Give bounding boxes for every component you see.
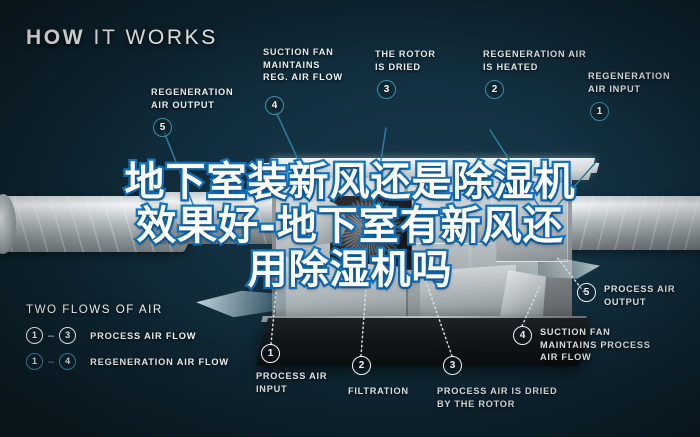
duct-end-cap-icon bbox=[0, 194, 16, 254]
headline-line-2: 效果好-地下室有新风还 bbox=[134, 202, 565, 251]
heater-panel bbox=[414, 186, 492, 244]
headline-line-3: 用除湿机吗 bbox=[245, 246, 454, 295]
legend-marker-1-regeneration: 1 bbox=[26, 353, 43, 370]
legend: TWO FLOWS OF AIR 1 – 3 PROCESS AIR FLOW … bbox=[26, 303, 229, 379]
page-title: HOW IT WORKS bbox=[26, 26, 218, 50]
marker-4-suction-fan-process[interactable]: 4 bbox=[513, 326, 532, 345]
legend-label-process-air-flow: PROCESS AIR FLOW bbox=[90, 330, 197, 341]
marker-1-process-input[interactable]: 1 bbox=[261, 344, 280, 363]
page-title-bold: HOW bbox=[26, 26, 86, 49]
marker-5-regeneration-output[interactable]: 5 bbox=[153, 118, 172, 137]
label-regeneration-air-output: REGENERATION AIR OUTPUT bbox=[151, 87, 234, 110]
label-rotor-dried: THE ROTOR IS DRIED bbox=[375, 49, 436, 72]
label-process-air-output: PROCESS AIR OUTPUT bbox=[604, 284, 676, 307]
legend-marker-1-process: 1 bbox=[26, 327, 43, 344]
headline-overlay: 地下室装新风还是除湿机 效果好-地下室有新风还 用除湿机吗 bbox=[0, 158, 700, 295]
desiccant-rotor-icon bbox=[336, 198, 402, 264]
page-title-rest: IT WORKS bbox=[85, 26, 218, 49]
legend-row-process-air-flow[interactable]: 1 – 3 PROCESS AIR FLOW bbox=[26, 327, 229, 344]
legend-dash-regeneration: – bbox=[48, 355, 55, 368]
legend-label-regeneration-air-flow: REGENERATION AIR FLOW bbox=[90, 356, 229, 367]
marker-4-suction-fan-reg[interactable]: 4 bbox=[265, 96, 284, 115]
label-filtration: FILTRATION bbox=[348, 386, 409, 396]
marker-2-filtration[interactable]: 2 bbox=[352, 356, 371, 375]
marker-2-air-heated[interactable]: 2 bbox=[485, 80, 504, 99]
marker-3-process-dried[interactable]: 3 bbox=[443, 356, 462, 375]
label-suction-fan-process: SUCTION FAN MAINTAINS PROCESS AIR FLOW bbox=[540, 327, 651, 363]
legend-dash-process: – bbox=[48, 329, 55, 342]
label-regeneration-air-input: REGENERATION AIR INPUT bbox=[588, 71, 671, 94]
legend-marker-3-process: 3 bbox=[59, 327, 77, 344]
label-regeneration-air-heated: REGENERATION AIR IS HEATED bbox=[483, 49, 587, 72]
label-suction-fan-reg: SUCTION FAN MAINTAINS REG. AIR FLOW bbox=[263, 47, 343, 83]
marker-3-rotor-dried[interactable]: 3 bbox=[377, 80, 396, 99]
legend-row-regeneration-air-flow[interactable]: 1 – 4 REGENERATION AIR FLOW bbox=[26, 353, 229, 370]
legend-marker-4-regeneration: 4 bbox=[59, 353, 77, 370]
label-process-air-input: PROCESS AIR INPUT bbox=[256, 371, 328, 394]
legend-title: TWO FLOWS OF AIR bbox=[26, 303, 163, 316]
label-process-air-dried: PROCESS AIR IS DRIED BY THE ROTOR bbox=[437, 386, 558, 409]
marker-1-regeneration-input[interactable]: 1 bbox=[590, 102, 609, 121]
headline-line-1: 地下室装新风还是除湿机 bbox=[122, 158, 577, 207]
